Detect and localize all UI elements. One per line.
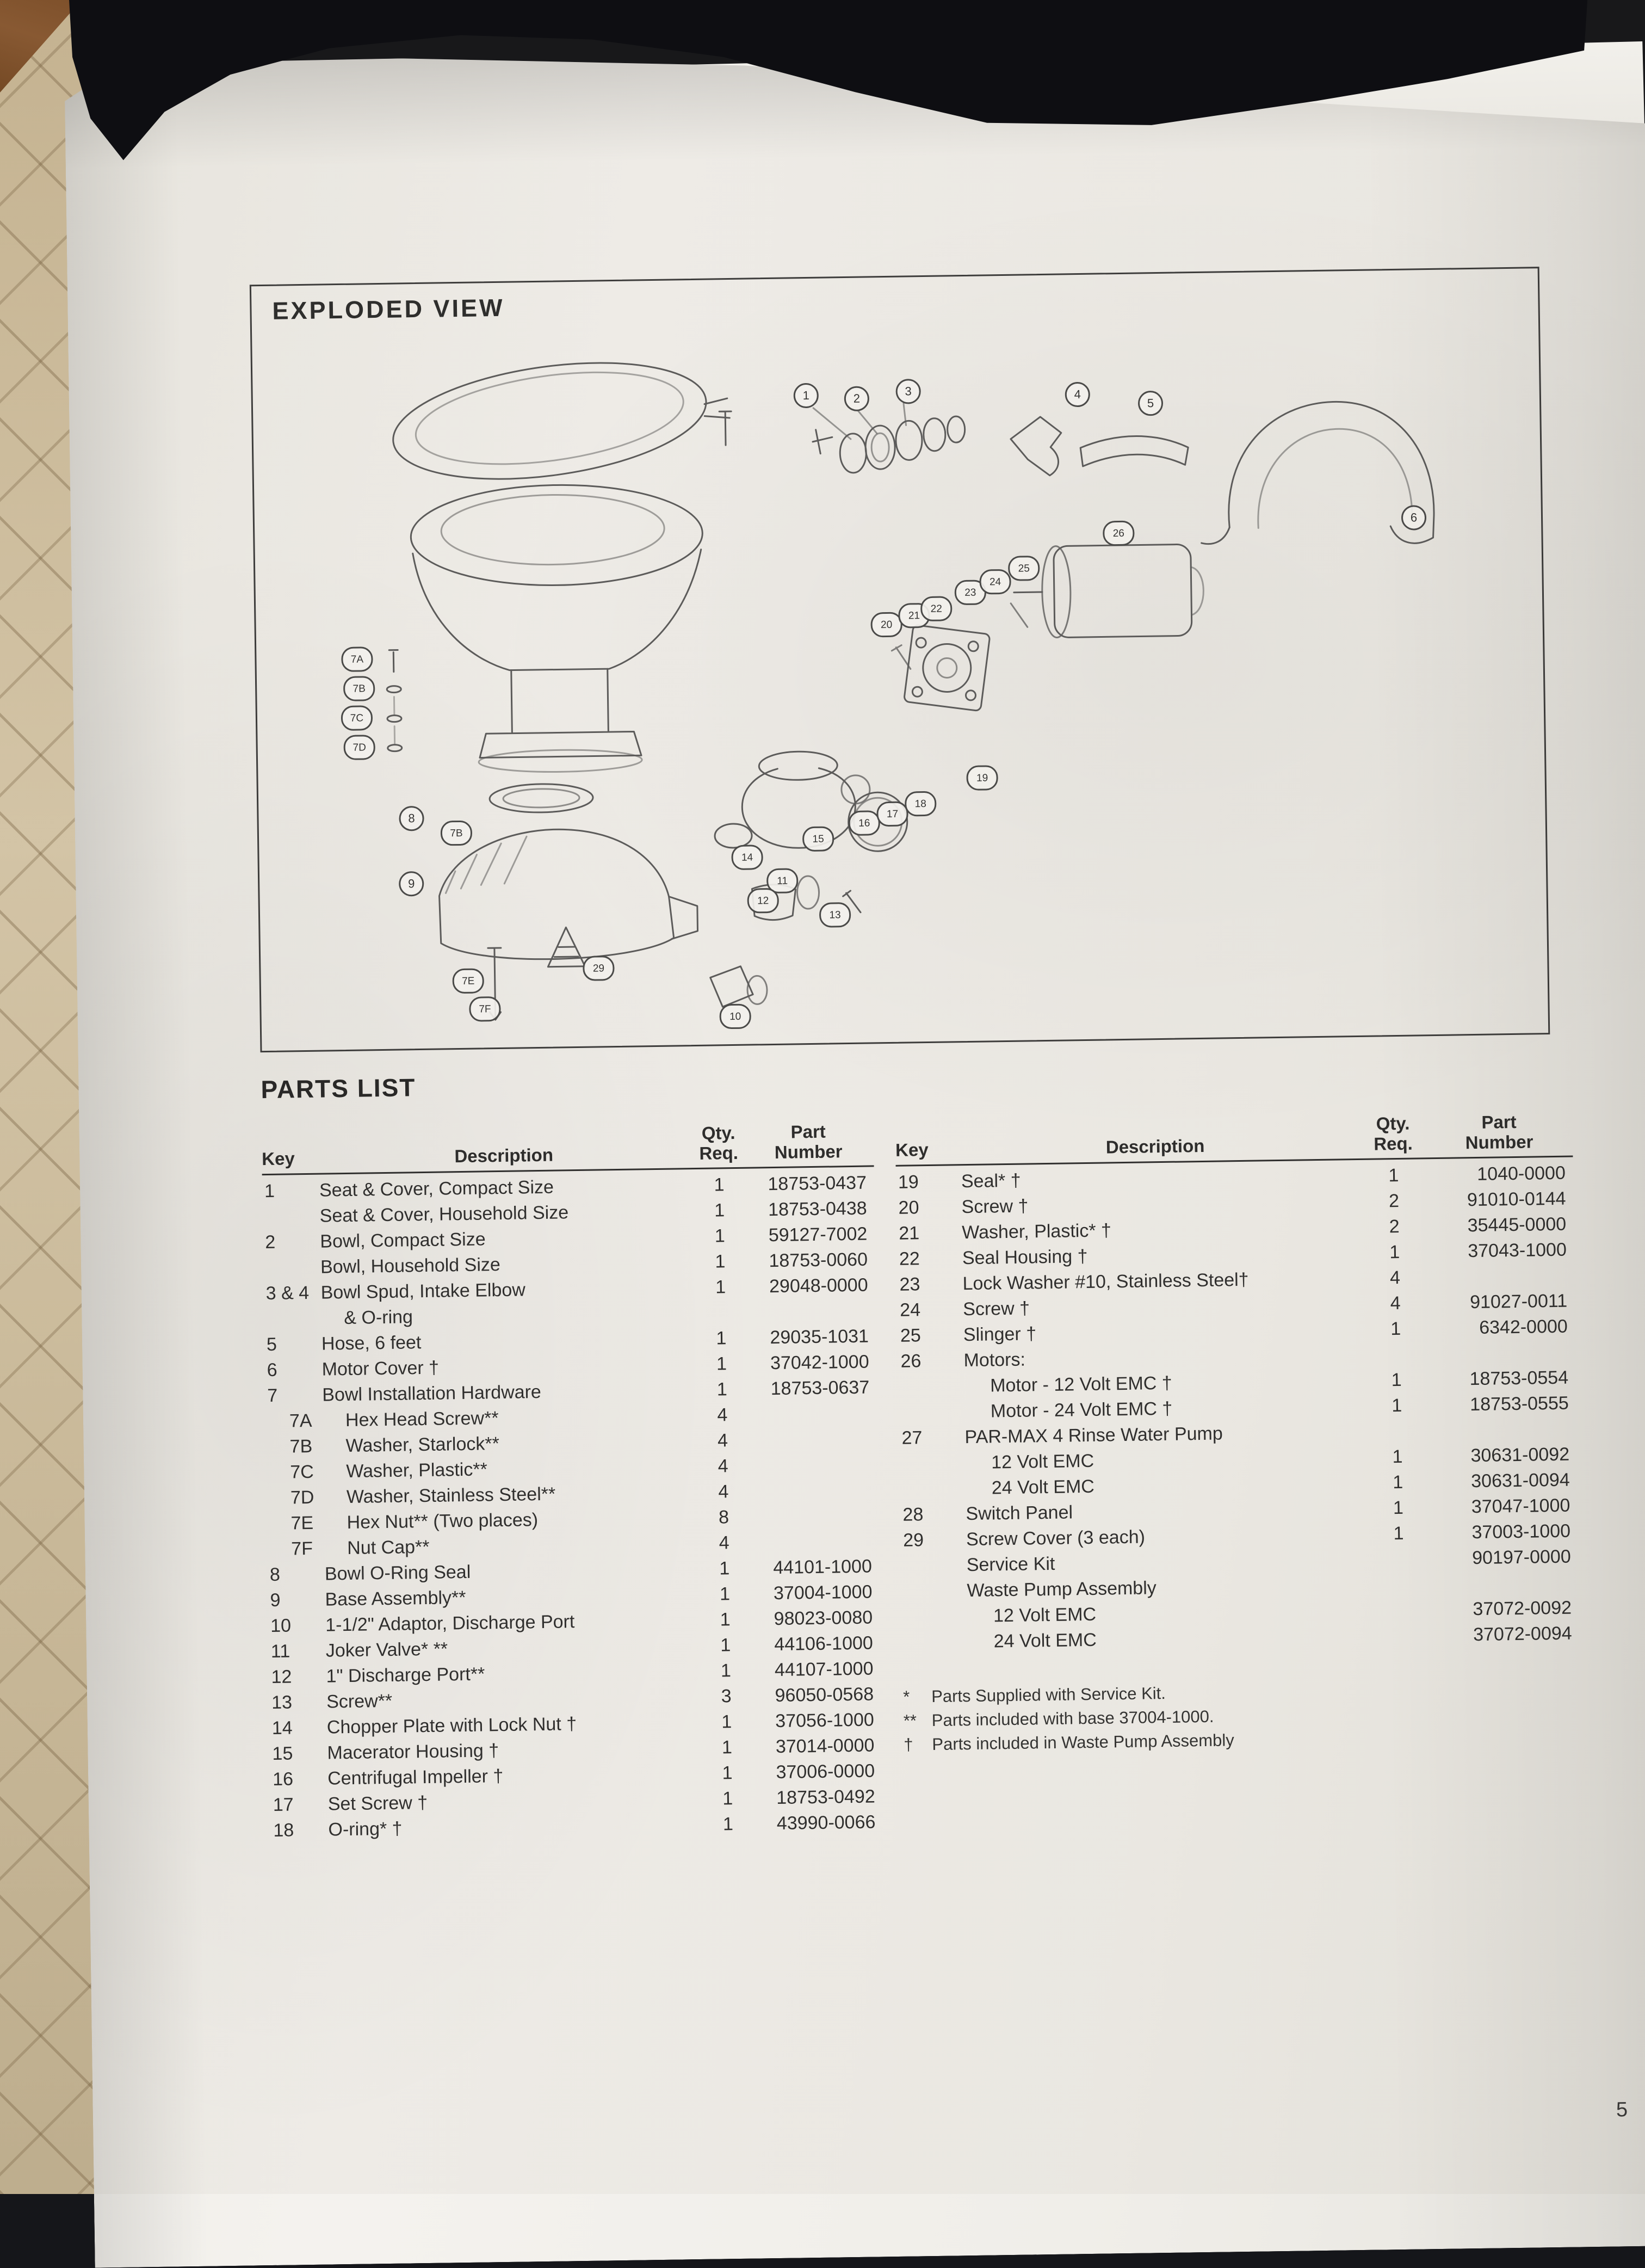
header-description: Description [1105,1135,1205,1157]
diagram-callout-13: 13 [819,902,851,928]
diagram-callout-10: 10 [719,1004,751,1030]
header-key: Key [262,1148,295,1169]
parts-table-right-header: Key Description Qty. Req. Part Number [895,1111,1573,1166]
diagram-callout-25: 25 [1008,556,1040,581]
diagram-callout-7E: 7E [452,968,484,994]
header-qty: Qty. Req. [699,1122,739,1163]
diagram-callout-29: 29 [583,956,615,981]
diagram-callout-4: 4 [1065,382,1090,408]
header-key: Key [895,1139,929,1160]
header-description: Description [454,1144,554,1167]
diagram-callout-22: 22 [920,596,953,621]
diagram-callout-7C: 7C [341,705,373,731]
diagram-callout-2: 2 [844,386,870,411]
diagram-callout-19: 19 [966,765,998,791]
diagram-callout-14: 14 [731,845,763,870]
parts-table-left-header: Key Description Qty. Req. Part Number [262,1120,874,1175]
exploded-diagram-drawing [251,268,1548,1051]
diagram-callout-5: 5 [1138,391,1164,416]
diagram-callout-26: 26 [1103,521,1135,546]
parts-table-right: Key Description Qty. Req. Part Number 19… [895,1111,1581,1757]
header-part-number: Part Number [1465,1111,1533,1153]
page-number: 5 [1616,2098,1628,2122]
diagram-callout-7B: 7B [441,821,473,846]
diagram-callout-12: 12 [747,888,779,914]
diagram-callout-15: 15 [802,826,834,852]
diagram-callout-7B: 7B [343,676,375,701]
header-qty: Qty. Req. [1374,1113,1413,1154]
diagram-callout-8: 8 [399,806,424,831]
diagram-callout-16: 16 [848,810,880,836]
diagram-callout-17: 17 [876,801,908,827]
parts-list-title: PARTS LIST [261,1073,416,1104]
diagram-callout-6: 6 [1401,505,1427,531]
diagram-callout-1: 1 [793,383,819,409]
diagram-callout-7D: 7D [343,735,375,760]
diagram-callout-7A: 7A [341,646,373,672]
diagram-callout-20: 20 [870,612,902,638]
diagram-callout-18: 18 [905,791,937,817]
diagram-callout-24: 24 [979,569,1011,595]
diagram-callout-7F: 7F [469,996,501,1022]
diagram-callout-3: 3 [895,379,921,404]
diagram-callout-9: 9 [399,871,424,897]
footnotes: *Parts Supplied with Service Kit.**Parts… [903,1675,1581,1757]
header-part-number: Part Number [774,1121,843,1162]
